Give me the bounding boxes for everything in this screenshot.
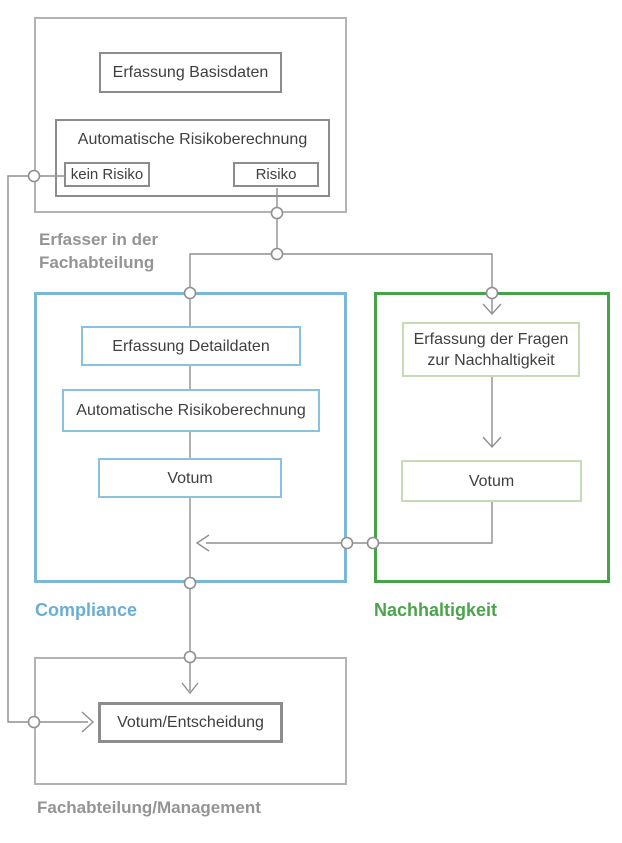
node-votum-entscheidung: Votum/Entscheidung bbox=[98, 702, 283, 743]
node-kein-risiko: kein Risiko bbox=[64, 162, 150, 187]
frame-management: Votum/Entscheidung bbox=[34, 657, 347, 785]
wire-split bbox=[189, 253, 493, 293]
node-erfassung-detaildaten: Erfassung Detaildaten bbox=[81, 326, 301, 366]
node-votum-compliance: Votum bbox=[98, 458, 282, 498]
label-compliance: Compliance bbox=[35, 600, 138, 620]
node-risikoberechnung-title: Automatische Risikoberechnung bbox=[77, 131, 308, 148]
port-circle bbox=[270, 247, 284, 261]
label-erfasser: Erfasser in der Fachabteilung bbox=[39, 230, 159, 272]
node-votum-nachhaltigkeit: Votum bbox=[401, 460, 582, 502]
node-risikoberechnung-container: Automatische Risikoberechnung kein Risik… bbox=[55, 119, 330, 197]
frame-erfasser: Erfassung Basisdaten Automatische Risiko… bbox=[34, 17, 347, 213]
frame-compliance: Erfassung Detaildaten Automatische Risik… bbox=[34, 292, 347, 583]
label-nachhaltigkeit: Nachhaltigkeit bbox=[374, 600, 498, 620]
node-risiko: Risiko bbox=[233, 162, 319, 187]
frame-nachhaltigkeit: Erfassung der Fragen zur Nachhaltigkeit … bbox=[374, 292, 610, 583]
node-erfassung-basisdaten: Erfassung Basisdaten bbox=[99, 52, 282, 93]
label-management: Fachabteilung/Management bbox=[37, 798, 261, 817]
node-risikoberechnung-compliance: Automatische Risikoberechnung bbox=[62, 389, 320, 432]
node-erfassung-fragen: Erfassung der Fragen zur Nachhaltigkeit bbox=[402, 322, 580, 377]
